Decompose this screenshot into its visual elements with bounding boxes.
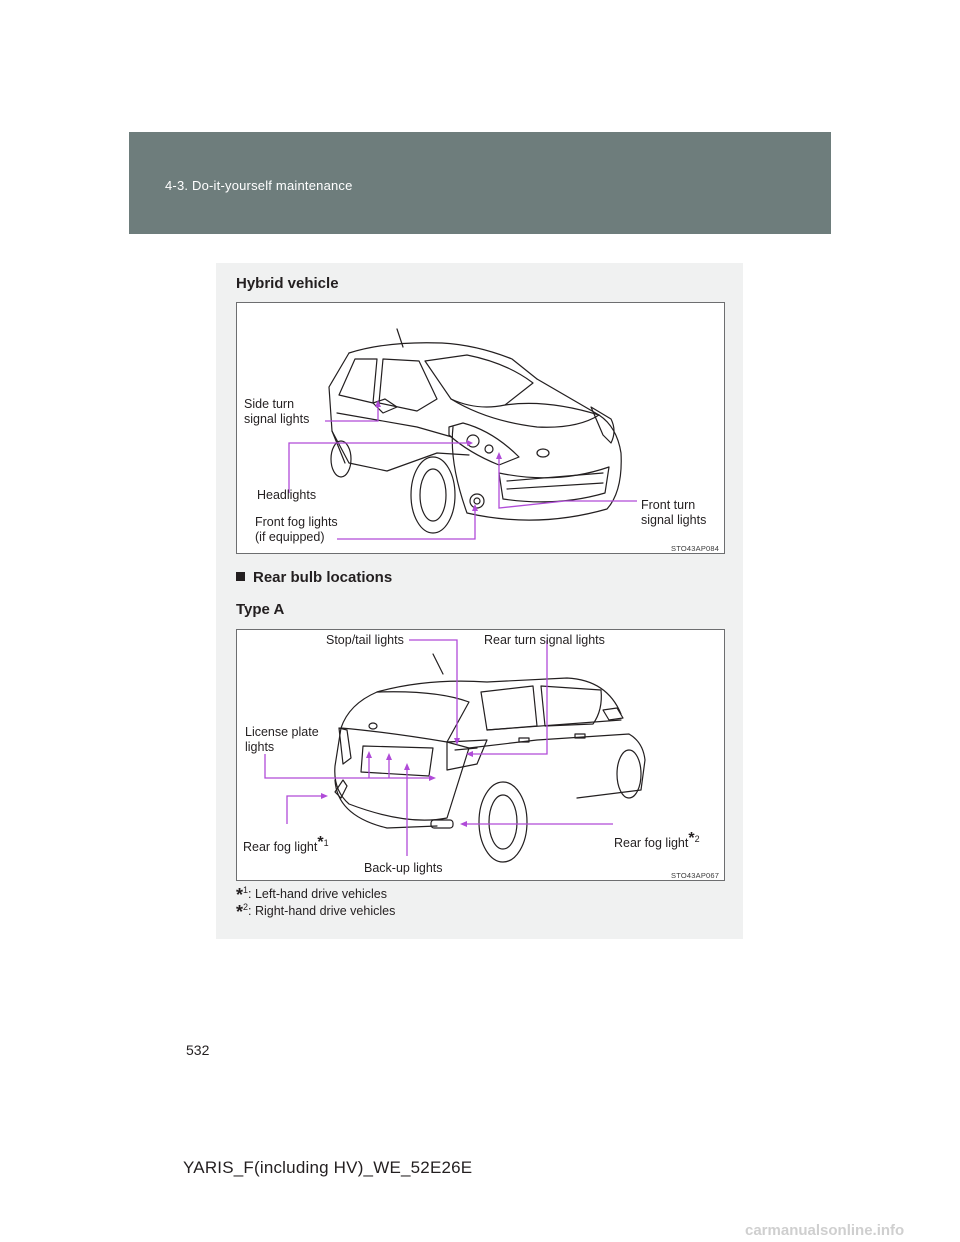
label-rear-fog-light-1: Rear fog light*1: [243, 834, 329, 855]
type-a-label: Type A: [236, 601, 285, 618]
rear-car-illustration: [264, 639, 646, 863]
footnote-1: *1: Left-hand drive vehicles: [236, 885, 387, 906]
label-back-up-lights: Back-up lights: [364, 861, 443, 875]
rear-bulb-locations-heading: Rear bulb locations: [236, 569, 392, 586]
label-headlights: Headlights: [257, 488, 317, 502]
document-footer-id: YARIS_F(including HV)_WE_52E26E: [183, 1158, 473, 1177]
label-side-turn-signal-lights: Side turn signal lights: [244, 397, 310, 426]
square-bullet-icon: [236, 572, 245, 581]
rear-bulb-figure: Stop/tail lights Rear turn signal lights…: [236, 629, 725, 881]
hybrid-vehicle-title: Hybrid vehicle: [236, 275, 339, 292]
page-number: 532: [186, 1042, 210, 1058]
figure-code-front: STO43AP084: [671, 544, 720, 553]
label-rear-turn-signal-lights: Rear turn signal lights: [484, 633, 605, 647]
label-stop-tail-lights: Stop/tail lights: [326, 633, 404, 647]
header-band: 4-3. Do-it-yourself maintenance: [129, 132, 831, 234]
label-front-fog-lights: Front fog lights (if equipped): [255, 515, 338, 544]
footnote-2: *2: Right-hand drive vehicles: [236, 902, 396, 923]
section-title-header: 4-3. Do-it-yourself maintenance: [165, 178, 353, 193]
label-front-turn-signal-lights: Front turn signal lights: [641, 498, 707, 527]
figure-code-rear: STO43AP067: [671, 871, 720, 880]
label-rear-fog-light-2: Rear fog light*2: [614, 830, 700, 851]
watermark: carmanualsonline.info: [745, 1222, 905, 1239]
front-bulb-figure: Side turn signal lights Headlights Front…: [236, 302, 725, 554]
label-license-plate-lights: License plate lights: [245, 725, 319, 754]
front-car-illustration: [288, 328, 637, 540]
